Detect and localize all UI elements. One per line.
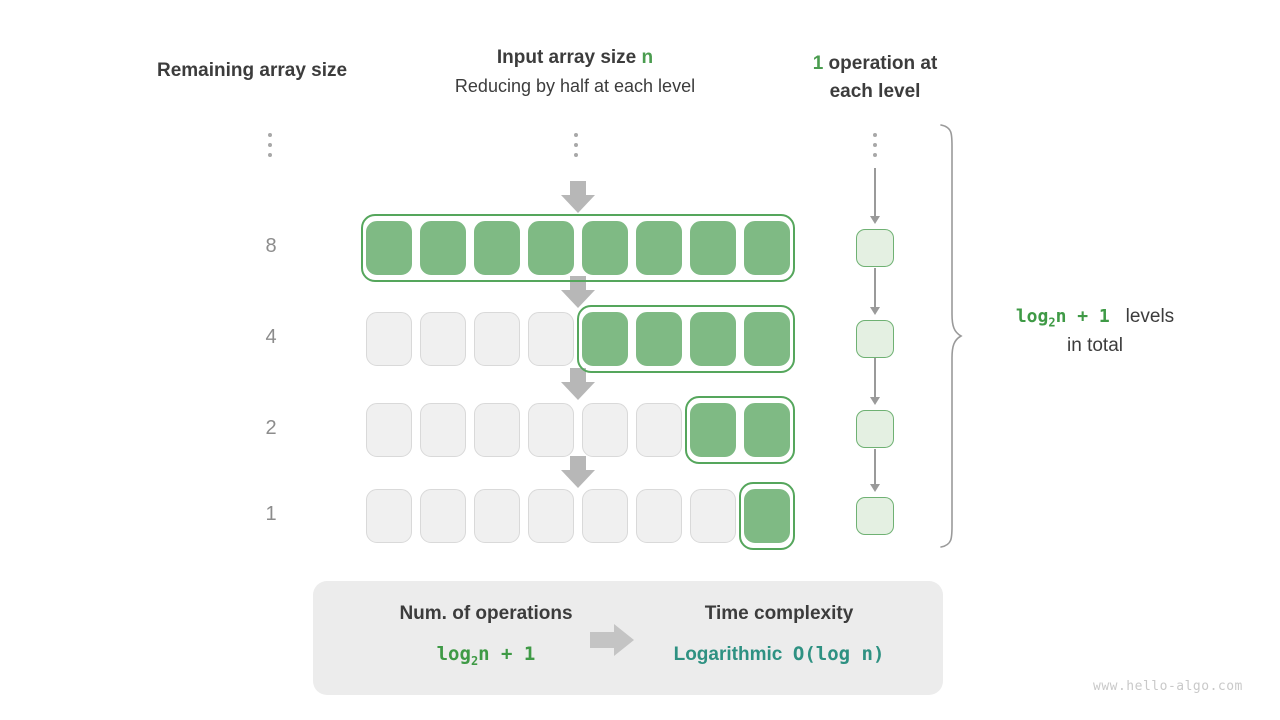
size-label-row-1: 4 bbox=[265, 326, 277, 348]
levels-label-line1: levels bbox=[1125, 306, 1175, 327]
array-row-1 bbox=[366, 305, 795, 373]
header-input-array-size: Input array size n Reducing by half at e… bbox=[350, 47, 800, 97]
array-cell[interactable] bbox=[474, 489, 520, 543]
array-cell[interactable] bbox=[582, 403, 628, 457]
summary-complexity-column: Time complexity Logarithmic O(log n) bbox=[633, 603, 925, 666]
connector-arrow-1 bbox=[870, 307, 880, 315]
header-input-array-size-variable: n bbox=[641, 47, 654, 68]
array-cell[interactable] bbox=[636, 221, 682, 275]
array-cell[interactable] bbox=[528, 403, 574, 457]
watermark: www.hello-algo.com bbox=[1093, 679, 1243, 694]
array-cell[interactable] bbox=[366, 221, 412, 275]
connector-line-0 bbox=[874, 168, 876, 220]
array-cell[interactable] bbox=[528, 489, 574, 543]
array-cell[interactable] bbox=[636, 312, 682, 366]
connector-line-3 bbox=[874, 449, 876, 487]
header-remaining-array-size: Remaining array size bbox=[157, 60, 348, 81]
array-row-2 bbox=[366, 396, 795, 464]
array-cell[interactable] bbox=[582, 221, 628, 275]
connector-line-1 bbox=[874, 268, 876, 310]
array-cell[interactable] bbox=[420, 221, 466, 275]
array-cell[interactable] bbox=[420, 489, 466, 543]
summary-operations-title: Num. of operations bbox=[399, 603, 573, 624]
active-range-highlight-3 bbox=[739, 482, 795, 550]
array-row-0 bbox=[361, 214, 795, 282]
levels-label-line2: in total bbox=[1067, 334, 1123, 356]
array-cell[interactable] bbox=[690, 403, 736, 457]
summary-complexity-value: Logarithmic O(log n) bbox=[673, 643, 885, 665]
right-arrow-icon bbox=[590, 624, 642, 656]
levels-brace bbox=[938, 124, 964, 553]
array-cell[interactable] bbox=[744, 403, 790, 457]
operation-box-1[interactable] bbox=[856, 320, 894, 358]
connector-arrow-0 bbox=[870, 216, 880, 224]
operation-box-2[interactable] bbox=[856, 410, 894, 448]
array-cell[interactable] bbox=[420, 403, 466, 457]
array-cell[interactable] bbox=[474, 312, 520, 366]
summary-operations-column: Num. of operations log2n + 1 bbox=[341, 603, 631, 668]
array-cell[interactable] bbox=[690, 312, 736, 366]
array-cell[interactable] bbox=[528, 312, 574, 366]
active-range-highlight-2 bbox=[685, 396, 795, 464]
array-cell[interactable] bbox=[528, 221, 574, 275]
ellipsis-operations-column bbox=[868, 133, 882, 163]
ellipsis-array-column bbox=[569, 133, 583, 163]
ellipsis-left-column bbox=[263, 133, 277, 163]
array-cell[interactable] bbox=[690, 221, 736, 275]
array-row-3 bbox=[366, 482, 795, 550]
summary-operations-value: log2n + 1 bbox=[436, 643, 536, 668]
active-range-highlight-0 bbox=[361, 214, 795, 282]
array-cell[interactable] bbox=[420, 312, 466, 366]
connector-arrow-3 bbox=[870, 484, 880, 492]
operation-box-3[interactable] bbox=[856, 497, 894, 535]
connector-arrow-2 bbox=[870, 397, 880, 405]
array-cell[interactable] bbox=[582, 312, 628, 366]
levels-annotation: log2n + 1 levels in total bbox=[975, 303, 1215, 360]
header-operations-line1: operation at bbox=[823, 53, 938, 74]
array-cell[interactable] bbox=[744, 221, 790, 275]
array-cell[interactable] bbox=[636, 403, 682, 457]
down-arrow-icon-2 bbox=[561, 368, 595, 400]
header-operations-per-level: 1 operation at each level bbox=[785, 50, 965, 105]
header-operations-count: 1 bbox=[812, 53, 824, 74]
summary-complexity-title: Time complexity bbox=[704, 603, 854, 624]
array-cell[interactable] bbox=[744, 312, 790, 366]
array-cell[interactable] bbox=[474, 403, 520, 457]
array-cell[interactable] bbox=[582, 489, 628, 543]
array-cell[interactable] bbox=[636, 489, 682, 543]
array-cell[interactable] bbox=[744, 489, 790, 543]
size-label-row-0: 8 bbox=[265, 235, 277, 257]
header-operations-line2: each level bbox=[829, 80, 921, 102]
array-cell[interactable] bbox=[690, 489, 736, 543]
size-label-row-2: 2 bbox=[265, 417, 277, 439]
active-range-highlight-1 bbox=[577, 305, 795, 373]
header-input-array-size-text: Input array size bbox=[496, 47, 642, 68]
down-arrow-icon-0 bbox=[561, 181, 595, 213]
header-input-array-size-subtitle: Reducing by half at each level bbox=[454, 76, 696, 96]
connector-line-2 bbox=[874, 358, 876, 400]
size-label-row-3: 1 bbox=[265, 503, 277, 525]
array-cell[interactable] bbox=[474, 221, 520, 275]
array-cell[interactable] bbox=[366, 312, 412, 366]
levels-formula: log2n + 1 bbox=[1015, 306, 1110, 330]
down-arrow-icon-3 bbox=[561, 456, 595, 488]
array-cell[interactable] bbox=[366, 489, 412, 543]
operation-box-0[interactable] bbox=[856, 229, 894, 267]
array-cell[interactable] bbox=[366, 403, 412, 457]
